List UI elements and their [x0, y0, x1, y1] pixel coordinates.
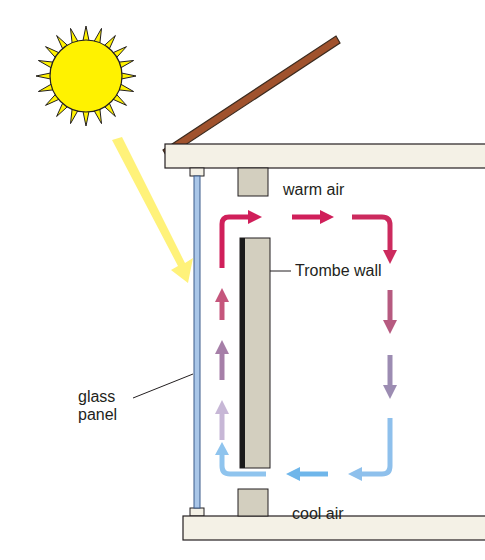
wall-label: Trombe wall — [295, 262, 382, 280]
glass-panel — [194, 176, 200, 508]
roof — [163, 36, 340, 157]
sun-ray — [83, 111, 89, 126]
frame — [190, 168, 204, 176]
ceiling-beam — [165, 144, 485, 168]
leader-line — [270, 271, 291, 272]
sun — [36, 26, 136, 126]
frame — [190, 508, 204, 516]
warm-air-label: warm air — [283, 181, 344, 199]
trombe-wall — [240, 238, 270, 468]
sun-ray — [121, 73, 136, 79]
wall-dark-face — [240, 238, 245, 468]
sun-ray — [36, 73, 51, 79]
glass-label: glass panel — [78, 388, 128, 425]
sun-ray — [83, 26, 89, 41]
vent-block — [238, 489, 268, 516]
leader-line — [133, 374, 193, 398]
vent-block — [238, 168, 268, 196]
cool-air-label: cool air — [292, 505, 344, 523]
air-flow-arrows — [215, 210, 397, 481]
